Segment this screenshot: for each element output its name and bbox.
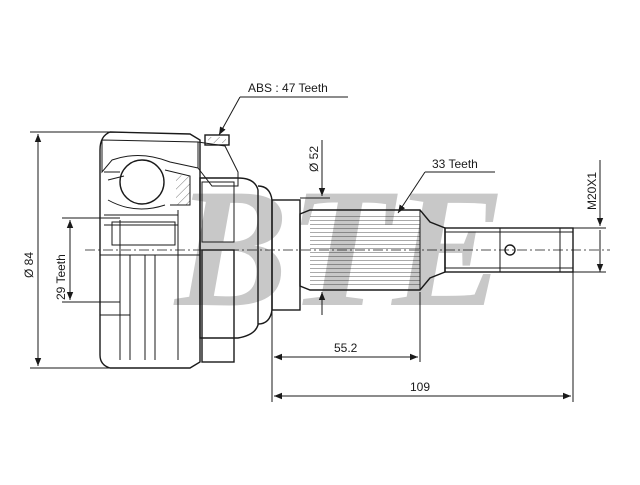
stub-shaft (257, 185, 574, 325)
abs-ring (199, 177, 259, 363)
total-length-label: 109 (410, 380, 430, 394)
thread-label: M20X1 (585, 172, 599, 210)
spline-teeth-label: 33 Teeth (432, 157, 478, 171)
dim-inner-teeth: 29 Teeth (54, 217, 120, 303)
abs-teeth-label: ABS : 47 Teeth (248, 81, 328, 95)
ball-cage (104, 159, 191, 246)
dim-shaft-diameter: Ø 52 (300, 140, 330, 315)
dim-spline-length: 55.2 (271, 292, 421, 402)
outer-housing (99, 131, 239, 369)
dim-thread: M20X1 (573, 160, 606, 273)
inner-teeth-label: 29 Teeth (54, 254, 68, 300)
shaft-diameter-label: Ø 52 (307, 146, 321, 172)
dim-outer-diameter: Ø 84 (22, 131, 110, 369)
dim-spline-teeth: 33 Teeth (397, 157, 495, 214)
outer-diameter-label: Ø 84 (22, 252, 36, 278)
dim-abs: ABS : 47 Teeth (218, 81, 348, 136)
spline-length-label: 55.2 (334, 341, 358, 355)
dim-total-length: 109 (274, 272, 574, 402)
